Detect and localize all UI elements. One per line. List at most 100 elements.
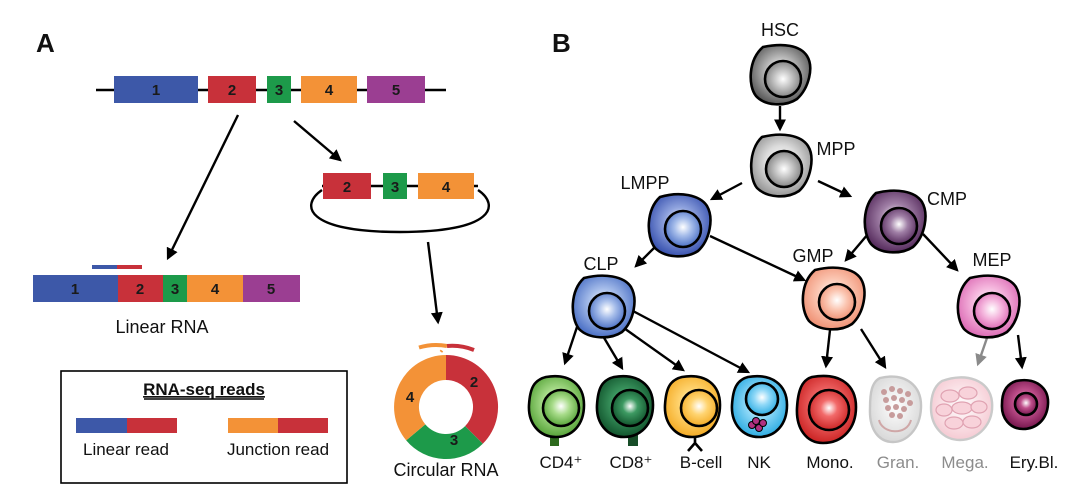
linear-exon-3-label: 3	[171, 281, 179, 298]
linear-exon-1-label: 1	[71, 281, 79, 298]
cell-cd4-nucleus	[541, 388, 581, 428]
gene-exon-2-label: 2	[228, 82, 236, 99]
cell-nk	[730, 374, 789, 439]
linear-read-swatch-red	[127, 418, 177, 433]
cell-erybl	[1000, 378, 1050, 431]
cell-lmpp-label: LMPP	[620, 173, 669, 193]
panel-a-label: A	[36, 28, 55, 58]
arrow-mep-mega	[975, 334, 990, 367]
cell-hsc-label: HSC	[761, 20, 799, 40]
linear-rna-label: Linear RNA	[115, 317, 208, 337]
arrow-lmpp-gmp	[709, 234, 807, 282]
cell-mega	[929, 376, 994, 442]
circ-segment-2	[446, 354, 499, 444]
cell-gran-nucleus	[878, 419, 912, 433]
circ-segment-3	[406, 424, 483, 460]
arrow-mpp-cmp	[817, 179, 853, 198]
arrow-to-backsplice	[293, 120, 342, 162]
cell-hsc-nucleus	[763, 59, 803, 99]
cell-mpp-label: MPP	[816, 139, 855, 159]
linear-exon-2-label: 2	[136, 281, 144, 298]
linear-exon-4	[187, 275, 243, 302]
gene-exon-4	[301, 76, 357, 103]
cell-clp-nucleus	[587, 291, 627, 331]
granule	[885, 405, 891, 411]
arrow-cmp-mep	[922, 233, 959, 272]
mega-lobe	[951, 401, 973, 415]
linear-read-label: Linear read	[83, 440, 169, 459]
nk-granule	[752, 417, 760, 425]
circ-segment-3-label: 3	[450, 432, 458, 449]
cell-cmp-label: CMP	[927, 189, 967, 209]
circ-exon-4	[418, 173, 474, 199]
gene-exon-1-label: 1	[152, 82, 160, 99]
circ-exon-3-label: 3	[391, 179, 399, 196]
circ-exon-4-label: 4	[442, 179, 451, 196]
cell-gmp-nucleus	[817, 282, 857, 322]
linear-exon-2	[118, 275, 163, 302]
gene-exon-1	[114, 76, 198, 103]
granule	[899, 397, 905, 403]
cell-mep	[956, 274, 1021, 339]
granule	[893, 404, 899, 410]
cell-bcell-nucleus	[679, 388, 719, 428]
cell-clp-label: CLP	[583, 254, 618, 274]
linear-read-marker-blue	[92, 265, 117, 269]
mega-lobe	[958, 386, 978, 400]
granule	[905, 391, 911, 397]
arrow-gmp-mono	[821, 329, 834, 369]
gene-exon-5	[367, 76, 425, 103]
arrow-mpp-lmpp	[709, 181, 743, 201]
mega-lobe	[940, 389, 960, 403]
cell-cd8-label: CD8⁺	[610, 453, 653, 472]
arrow-clp-bcell	[620, 325, 685, 372]
granule	[889, 386, 895, 392]
cell-hsc	[749, 43, 812, 106]
mega-lobe	[935, 403, 953, 417]
arrow-gmp-gran	[859, 328, 887, 370]
gran-granules	[881, 386, 913, 419]
cell-cd4-label: CD4⁺	[540, 453, 583, 472]
arrow-clp-cd4	[562, 326, 579, 366]
gene-exon-3	[267, 76, 291, 103]
cell-cmp-nucleus	[879, 206, 919, 246]
cell-bcell-label: B-cell	[680, 453, 723, 472]
linear-read-swatch-blue	[76, 418, 127, 433]
gene-exon-2	[208, 76, 256, 103]
granule	[897, 388, 903, 394]
cell-gmp-label: GMP	[792, 246, 833, 266]
junction-read-arc-orange-top	[418, 342, 448, 350]
cell-mep-nucleus	[972, 291, 1012, 331]
cell-erybl-nucleus	[1013, 391, 1039, 417]
cell-cd4	[527, 374, 586, 446]
arrow-to-linear-rna	[166, 114, 240, 261]
cell-mega-label: Mega.	[941, 453, 988, 472]
junction-read-arc-orange	[439, 349, 444, 353]
linear-read-marker-red	[117, 265, 142, 269]
junction-read-label: Junction read	[227, 440, 329, 459]
cell-cd8	[595, 374, 655, 446]
arrow-to-circular-rna	[426, 241, 443, 325]
circular-rna: 2 3 4	[394, 342, 499, 460]
cell-lmpp-nucleus	[663, 209, 703, 249]
linear-rna: 1 2 3 4 5	[33, 265, 300, 302]
gene-exon-5-label: 5	[392, 82, 400, 99]
granule	[897, 413, 903, 419]
granule	[881, 389, 887, 395]
cell-nk-nucleus	[744, 381, 780, 417]
linear-exon-5	[243, 275, 300, 302]
cell-erybl-label: Ery.Bl.	[1010, 453, 1059, 472]
cd8-receptor	[628, 432, 638, 446]
backsplice-loop	[310, 189, 490, 234]
cell-gran-label: Gran.	[877, 453, 920, 472]
linear-exon-3	[163, 275, 187, 302]
cell-bcell	[663, 374, 722, 452]
gene-exon-4-label: 4	[325, 82, 334, 99]
circ-exon-2	[323, 173, 371, 199]
mega-lobe	[970, 400, 988, 414]
cd4-receptor	[550, 432, 559, 446]
junction-read-arc-red-top	[446, 343, 475, 352]
circ-segment-4	[394, 355, 446, 441]
cell-clp	[571, 274, 636, 339]
